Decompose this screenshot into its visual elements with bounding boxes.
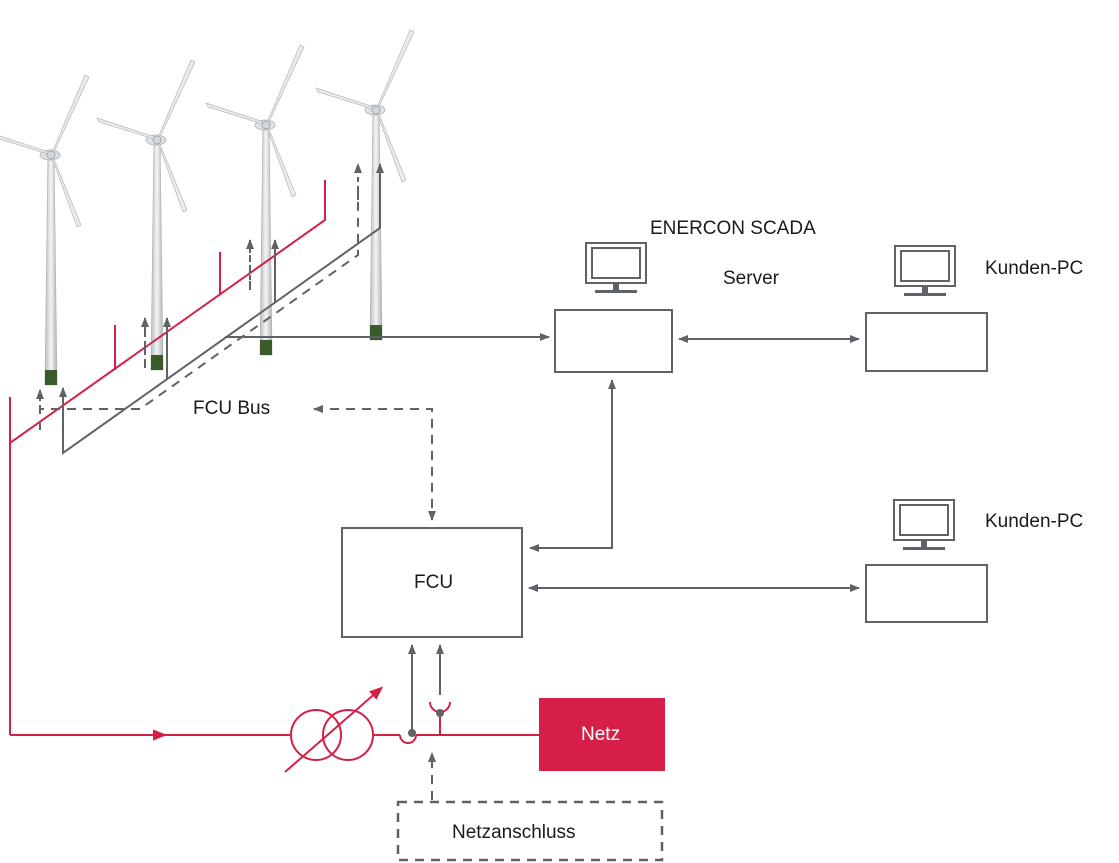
- kunden-pc-top-label: Kunden-PC: [985, 258, 1084, 279]
- junction-dots: [408, 709, 444, 737]
- monitor-icon: [893, 499, 955, 551]
- netz-label: Netz: [581, 724, 621, 745]
- scada-server-label: Server: [723, 268, 779, 289]
- wind-turbine-icon: [205, 44, 305, 356]
- kunden-pc-bottom-label: Kunden-PC: [985, 511, 1084, 532]
- fcu-bus-line: [39, 180, 359, 430]
- kunden-pc-bottom-box[interactable]: [865, 564, 988, 623]
- scada-title-label: ENERCON SCADA: [650, 218, 816, 239]
- wind-turbine-icon: [0, 74, 90, 386]
- turbine-arrows: [36, 163, 384, 410]
- transformer-icon: [284, 686, 384, 773]
- connections: [225, 333, 860, 800]
- kunden-pc-top-box[interactable]: [865, 312, 988, 372]
- wind-turbine-icon: [315, 29, 415, 341]
- scada-server-box[interactable]: [554, 309, 673, 373]
- fcu-bus-label: FCU Bus: [193, 398, 271, 419]
- netzanschluss-box[interactable]: [396, 800, 664, 862]
- monitor-icon: [585, 242, 647, 294]
- fcu-label: FCU: [414, 572, 454, 593]
- monitor-icon: [894, 245, 956, 297]
- fcu-box[interactable]: [341, 527, 523, 638]
- netzanschluss-label: Netzanschluss: [452, 822, 576, 843]
- netz-box[interactable]: [539, 698, 665, 771]
